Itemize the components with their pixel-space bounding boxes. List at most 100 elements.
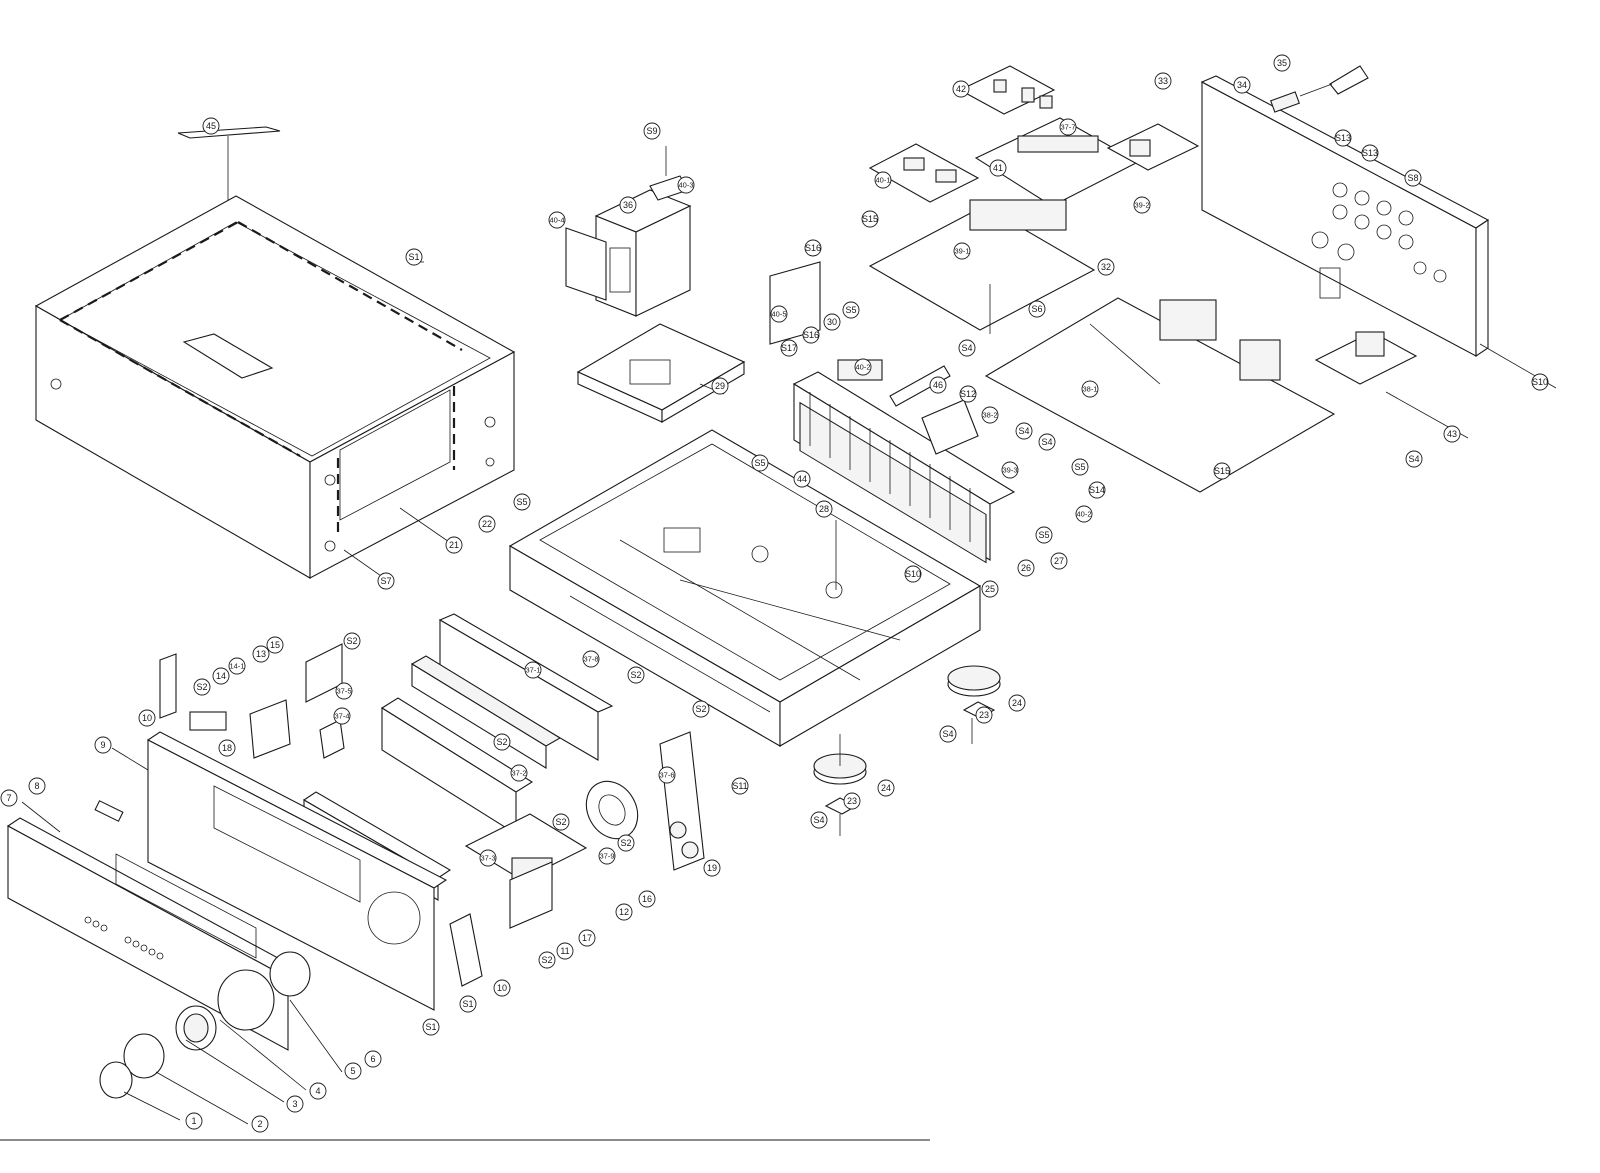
- callout-label: S6: [1031, 304, 1042, 314]
- callout-circle: [793, 470, 811, 488]
- callout-circle: [459, 995, 477, 1013]
- callout-label: 37-8: [583, 655, 598, 664]
- callout-label: S8: [1407, 173, 1418, 183]
- callout-6: 6: [364, 1050, 382, 1068]
- callout-circle: [1133, 196, 1151, 214]
- callout-label: S4: [942, 729, 953, 739]
- callout-45: 45: [202, 117, 220, 135]
- callout-label: S5: [754, 458, 765, 468]
- callout-circle: [578, 929, 596, 947]
- callout-40-2: 40-2: [854, 358, 872, 376]
- callout-circle: [598, 847, 616, 865]
- callout-label: 39-2: [1134, 201, 1149, 210]
- callout-13: 13: [252, 645, 270, 663]
- board-40-1-part: [868, 143, 980, 203]
- callout-label: S13: [1335, 133, 1351, 143]
- top-cover-part: [34, 126, 516, 579]
- callout-label: 35: [1277, 58, 1287, 68]
- callout-circle: [643, 122, 661, 140]
- callout-label: 37-4: [334, 712, 349, 721]
- callout-label: 24: [1012, 698, 1022, 708]
- callout-circle: [874, 171, 892, 189]
- callout-label: S1: [462, 999, 473, 1009]
- callout-21: 21: [445, 536, 463, 554]
- callout-label: S5: [845, 305, 856, 315]
- callout-circle: [286, 1095, 304, 1113]
- callout-39-1: 39-1: [953, 242, 971, 260]
- callout-4: 4: [309, 1082, 327, 1100]
- callout-s7: S7: [377, 572, 395, 590]
- callout-layer: 45S121S7S940-33640-429424140-137-739-2S1…: [0, 54, 1549, 1133]
- callout-circle: [1008, 694, 1026, 712]
- callout-circle: [251, 1115, 269, 1133]
- callout-circle: [1001, 461, 1019, 479]
- callout-circle: [1531, 373, 1549, 391]
- callout-circle: [877, 779, 895, 797]
- callout-label: 11: [560, 946, 569, 956]
- callout-s15: S15: [1213, 462, 1231, 480]
- callout-circle: [692, 700, 710, 718]
- callout-36: 36: [619, 196, 637, 214]
- callout-circle: [953, 242, 971, 260]
- callout-circle: [711, 377, 729, 395]
- callout-circle: [185, 1112, 203, 1130]
- board-38-1-part: [984, 297, 1336, 493]
- callout-s2: S2: [627, 666, 645, 684]
- callout-40-5: 40-5: [770, 305, 788, 323]
- callout-3: 3: [286, 1095, 304, 1113]
- callout-label: S15: [862, 214, 878, 224]
- callout-24: 24: [1008, 694, 1026, 712]
- callout-circle: [422, 1018, 440, 1036]
- small-parts-left-part: [159, 643, 345, 759]
- callout-circle: [1028, 300, 1046, 318]
- callout-10: 10: [138, 709, 156, 727]
- callout-circle: [1097, 258, 1115, 276]
- chassis-part: [508, 429, 982, 747]
- callout-label: 40-2: [855, 363, 870, 372]
- callout-label: 18: [222, 743, 232, 753]
- callout-circle: [842, 301, 860, 319]
- callout-s1: S1: [405, 248, 423, 266]
- callout-s2: S2: [552, 813, 570, 831]
- callout-29: 29: [711, 377, 729, 395]
- callout-label: 4: [315, 1086, 320, 1096]
- callout-25: 25: [981, 580, 999, 598]
- callout-s13: S13: [1361, 144, 1379, 162]
- callout-37-7: 37-7: [1059, 118, 1077, 136]
- transformer-part: [565, 146, 692, 317]
- power-cord-part: [1270, 65, 1369, 113]
- callout-circle: [703, 859, 721, 877]
- callout-37-8: 37-8: [582, 650, 600, 668]
- callout-label: S4: [1408, 454, 1419, 464]
- callout-circle: [1015, 422, 1033, 440]
- jack-board-37-5-part: [464, 813, 588, 929]
- callout-label: S1: [408, 252, 419, 262]
- callout-s2: S2: [193, 678, 211, 696]
- callout-label: S2: [346, 636, 357, 646]
- callout-circle: [823, 313, 841, 331]
- callout-37-9: 37-9: [598, 847, 616, 865]
- callout-label: 27: [1054, 556, 1064, 566]
- callout-circle: [731, 777, 749, 795]
- callout-circle: [335, 682, 353, 700]
- callout-5: 5: [344, 1062, 362, 1080]
- callout-circle: [228, 657, 246, 675]
- callout-s6: S6: [1028, 300, 1046, 318]
- callout-14: 14: [212, 667, 230, 685]
- callout-circle: [513, 493, 531, 511]
- callout-19: 19: [703, 859, 721, 877]
- callout-label: 40-2: [1076, 510, 1091, 519]
- callout-label: 40-5: [771, 310, 786, 319]
- callout-s1: S1: [459, 995, 477, 1013]
- callout-circle: [552, 813, 570, 831]
- callout-label: 37-3: [480, 854, 495, 863]
- callout-circle: [658, 766, 676, 784]
- callout-10: 10: [493, 979, 511, 997]
- callout-label: 17: [582, 933, 592, 943]
- callout-label: S2: [496, 737, 507, 747]
- callout-label: 37-9: [599, 852, 614, 861]
- callout-circle: [751, 454, 769, 472]
- callout-label: S17: [781, 343, 797, 353]
- callout-circle: [904, 565, 922, 583]
- callout-37-4: 37-4: [333, 707, 351, 725]
